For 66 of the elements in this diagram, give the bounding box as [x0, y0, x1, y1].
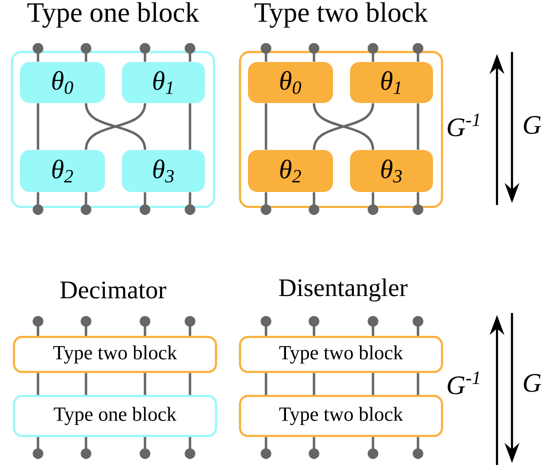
parameter-box: θ$_{3}$: [350, 150, 433, 192]
exponent-label: G$^{-1}$: [448, 372, 480, 394]
pin-wire: [80, 437, 92, 459]
pin-wire: [184, 316, 196, 336]
parameter-box: θ$_{1}$: [122, 62, 205, 103]
pin-wire: [412, 316, 424, 336]
exponent-label: G$^{-1}$: [448, 114, 480, 136]
wire: [312, 373, 316, 395]
block-box: Type two block: [238, 394, 444, 438]
pin-wire: [32, 316, 44, 336]
pin-wire: [184, 43, 196, 62]
pin-wire: [32, 192, 44, 215]
pin-wire: [412, 43, 424, 62]
pin-wire: [80, 316, 92, 336]
pin-wire: [80, 43, 92, 62]
pin-wire: [80, 192, 92, 215]
pin-wire: [32, 437, 44, 459]
generator-label: G: [524, 116, 542, 134]
wire: [264, 103, 268, 150]
pin-wire: [140, 437, 150, 459]
pin-wire: [184, 192, 196, 215]
parameter-box: θ$_{2}$: [20, 150, 105, 192]
block-box: Type one block: [12, 394, 218, 438]
wire: [84, 373, 88, 395]
crossing-wires: [312, 103, 374, 150]
wire: [372, 373, 374, 395]
pin-wire: [308, 43, 320, 62]
pin-wire: [260, 43, 272, 62]
pin-wire: [140, 316, 150, 336]
pin-wire: [32, 43, 44, 62]
block-box: Type two block: [238, 336, 444, 374]
parameter-box: θ$_{2}$: [248, 150, 333, 192]
pin-wire: [260, 437, 272, 459]
wire: [264, 373, 268, 395]
wire: [188, 103, 192, 150]
pin-wire: [368, 43, 378, 62]
pin-wire: [368, 316, 378, 336]
pin-wire: [260, 316, 272, 336]
pin-wire: [260, 192, 272, 215]
section-title: Decimator: [60, 281, 166, 298]
pin-wire: [140, 43, 150, 62]
pin-wire: [140, 192, 150, 215]
block-box: Type two block: [12, 336, 218, 374]
pin-wire: [184, 437, 196, 459]
wire: [144, 373, 146, 395]
pin-wire: [412, 437, 424, 459]
wire: [36, 103, 40, 150]
pin-wire: [308, 437, 320, 459]
pin-wire: [308, 316, 320, 336]
crossing-wires: [84, 103, 146, 150]
generator-label: G: [524, 374, 542, 392]
wire: [188, 373, 192, 395]
wire: [416, 373, 420, 395]
node-label: Type two block: [254, 2, 428, 28]
parameter-box: θ$_{0}$: [20, 62, 105, 103]
parameter-box: θ$_{3}$: [122, 150, 205, 192]
wire: [36, 373, 40, 395]
parameter-box: θ$_{1}$: [350, 62, 433, 103]
wire: [416, 103, 420, 150]
pin-wire: [368, 192, 378, 215]
node-label: Type one block: [27, 2, 200, 28]
pin-wire: [368, 437, 378, 459]
pin-wire: [308, 192, 320, 215]
parameter-box: θ$_{0}$: [248, 62, 333, 103]
section-title: Disentangler: [279, 278, 408, 302]
pin-wire: [412, 192, 424, 215]
